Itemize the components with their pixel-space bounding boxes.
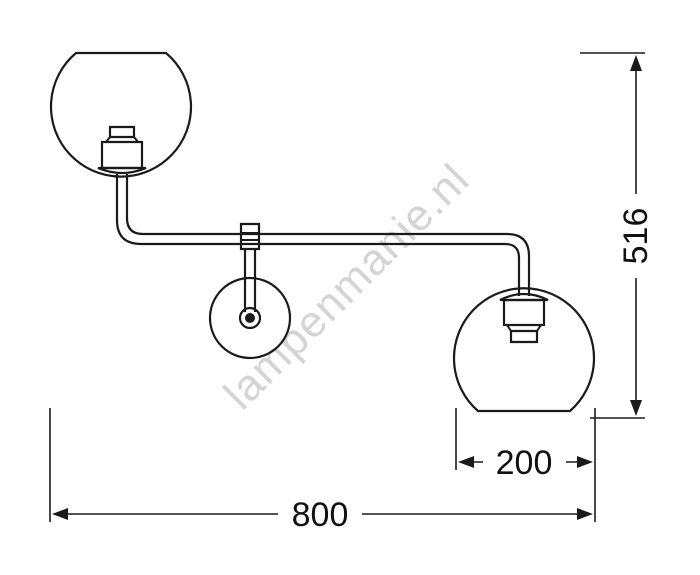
dimension-globe-diameter [455, 408, 593, 470]
right-globe [452, 287, 596, 413]
dimension-overall-width [49, 408, 596, 522]
wall-mount [208, 222, 292, 360]
dimension-overall-height [580, 52, 645, 419]
dimension-label-height: 516 [617, 208, 655, 265]
dimension-label-width: 800 [292, 496, 349, 534]
left-globe [49, 51, 193, 178]
lamp-arm [115, 174, 531, 296]
dimension-label-diameter: 200 [496, 444, 553, 482]
